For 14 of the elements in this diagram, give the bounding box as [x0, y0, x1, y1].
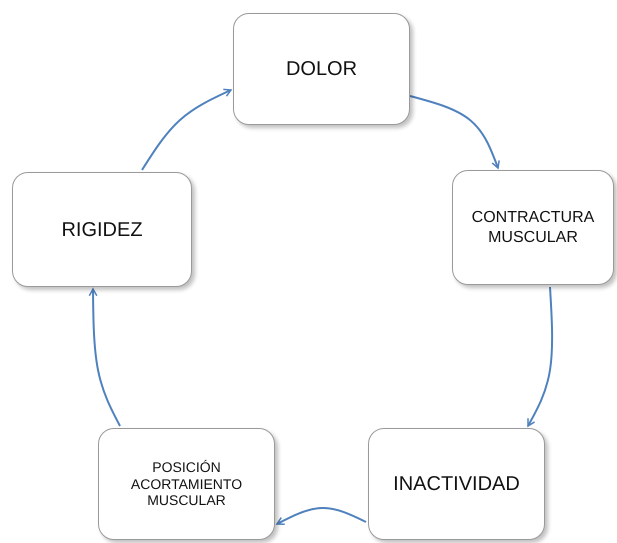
rounded-box — [452, 170, 614, 285]
box-label: RIGIDEZ — [61, 218, 143, 242]
box-label: CONTRACTURA MUSCULAR — [470, 208, 596, 247]
curved-arrow — [527, 286, 554, 427]
curved-arrow — [88, 288, 121, 426]
box-label: POSICIÓN ACORTAMIENTO MUSCULAR — [130, 458, 244, 510]
box-label: INACTIVIDAD — [393, 472, 520, 496]
curved-arrow — [410, 95, 500, 169]
rounded-box — [12, 172, 192, 287]
box-label: DOLOR — [286, 57, 358, 81]
rounded-box — [368, 428, 545, 540]
curved-arrow — [276, 507, 366, 525]
rounded-box — [98, 428, 275, 540]
rounded-box — [233, 13, 410, 125]
